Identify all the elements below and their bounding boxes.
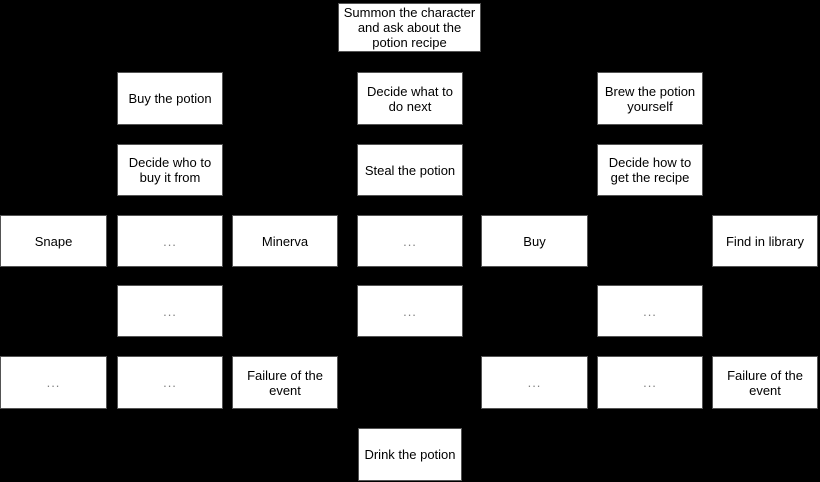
node-summon-character: Summon the character and ask about the p… [338,3,481,52]
node-ellipsis-brew-branch: ... [597,285,703,337]
node-brew-potion-yourself: Brew the potion yourself [597,72,703,125]
node-ellipsis-outcome-3: ... [481,356,588,409]
node-ellipsis-outcome-2: ... [117,356,223,409]
node-ellipsis-outcome-1: ... [0,356,107,409]
node-ellipsis-steal-branch: ... [357,285,463,337]
node-ellipsis-buy-branch: ... [117,285,223,337]
node-decide-how-to-get-recipe: Decide how to get the recipe [597,144,703,196]
node-ellipsis-steal-options: ... [357,215,463,267]
node-failure-of-event-left: Failure of the event [232,356,338,409]
node-steal-the-potion: Steal the potion [357,144,463,196]
node-ellipsis-seller-options: ... [117,215,223,267]
node-failure-of-event-right: Failure of the event [712,356,818,409]
node-snape: Snape [0,215,107,267]
node-ellipsis-outcome-4: ... [597,356,703,409]
node-decide-who-to-buy-from: Decide who to buy it from [117,144,223,196]
node-find-in-library: Find in library [712,215,818,267]
node-buy-the-potion: Buy the potion [117,72,223,125]
node-buy-recipe: Buy [481,215,588,267]
node-decide-what-to-do-next: Decide what to do next [357,72,463,125]
node-drink-the-potion: Drink the potion [358,428,462,481]
node-minerva: Minerva [232,215,338,267]
